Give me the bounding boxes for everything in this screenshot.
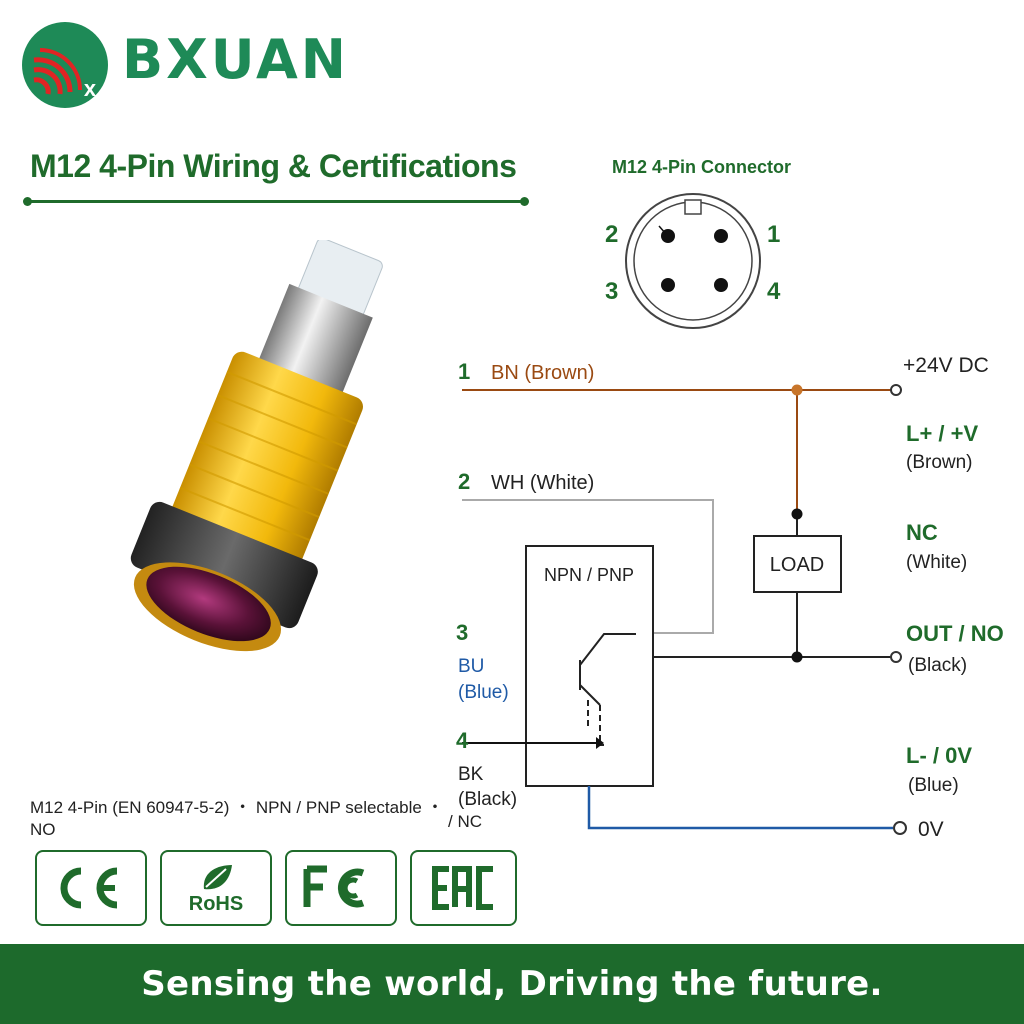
nc-sub: (White) — [906, 552, 967, 573]
spec-line: M12 4-Pin (EN 60947-5-2) ・ NPN / PNP sel… — [30, 798, 444, 839]
wire-1-number: 1 — [458, 359, 470, 384]
connector-title: M12 4-Pin Connector — [612, 157, 791, 177]
footer-slogan: Sensing the world, Driving the future. — [141, 964, 883, 1004]
sensor-photo — [130, 240, 383, 652]
lplus-sub: (Brown) — [906, 452, 973, 473]
lplus-label: L+ / +V — [906, 421, 978, 446]
wire-2-label: WH (White) — [491, 472, 594, 494]
connector-pin-1 — [714, 229, 728, 243]
wire-4-name: (Black) — [458, 789, 517, 810]
connector-pin-3 — [661, 278, 675, 292]
pin-label-4: 4 — [767, 278, 781, 305]
cert-rohs-label: RoHS — [188, 893, 244, 915]
brand-logo: x — [22, 22, 108, 108]
rohs-leaf-icon — [203, 865, 232, 890]
wiring-diagram: M12 4-Pin Connector 2 1 3 4 1 BN (Brown)… — [456, 157, 1004, 841]
sensor-box-label: NPN / PNP — [544, 565, 634, 585]
pin-label-2: 2 — [605, 221, 618, 248]
wire-3-code: BU — [458, 656, 484, 677]
wire-3-number: 3 — [456, 620, 468, 645]
wire-3-blue — [587, 786, 907, 835]
ce-mark-icon — [60, 867, 118, 909]
lminus-label: L- / 0V — [906, 743, 972, 768]
wire-2-white — [462, 499, 714, 634]
nc-label: NC — [906, 520, 938, 545]
eac-mark-icon — [431, 866, 493, 910]
pin-label-1: 1 — [767, 221, 780, 248]
wire-4-black — [462, 737, 604, 749]
footer-banner: Sensing the world, Driving the future. — [0, 944, 1024, 1024]
wire-4-code: BK — [458, 764, 484, 785]
page-title: M12 4-Pin Wiring & Certifications — [30, 148, 517, 184]
fcc-mark-icon — [303, 865, 365, 908]
spec-line-continued: / NC — [448, 812, 482, 831]
sensor-box — [525, 545, 654, 787]
wire-1-label: BN (Brown) — [491, 362, 594, 384]
brand-name: BXUAN — [122, 28, 349, 91]
wire-2-number: 2 — [458, 469, 470, 494]
cert-badge-eac — [410, 850, 517, 926]
ground-label: 0V — [918, 818, 944, 841]
out-sub: (Black) — [908, 655, 967, 676]
m12-connector — [625, 193, 761, 329]
title-divider — [23, 197, 529, 206]
logo-mark: x — [84, 76, 97, 101]
cert-badge-rohs: RoHS — [160, 850, 272, 926]
cert-badge-ce — [35, 850, 147, 926]
pin-label-3: 3 — [605, 278, 618, 305]
lminus-sub: (Blue) — [908, 775, 959, 796]
wire-1-brown — [462, 384, 902, 514]
wire-4-number: 4 — [456, 728, 469, 753]
wire-3-name: (Blue) — [458, 682, 509, 703]
connector-pin-4 — [714, 278, 728, 292]
transistor-symbol-icon — [579, 633, 636, 746]
out-label: OUT / NO — [906, 621, 1004, 646]
load-box — [753, 535, 842, 593]
supply-label: +24V DC — [903, 354, 989, 377]
cert-badge-fcc — [285, 850, 397, 926]
load-label: LOAD — [770, 554, 824, 576]
